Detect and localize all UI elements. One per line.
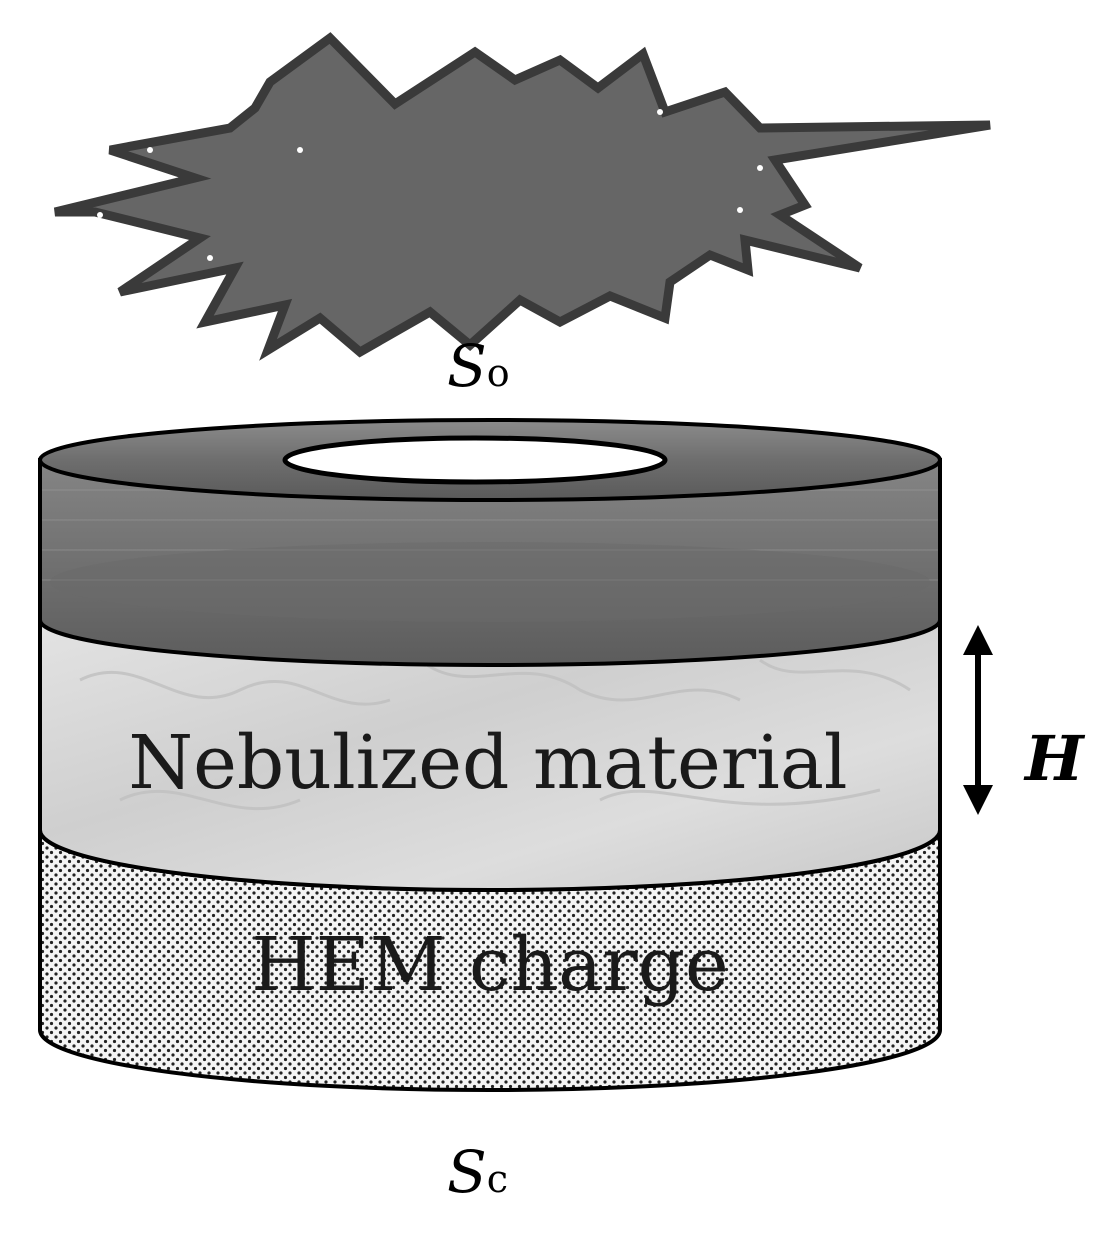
nebulized-label: Nebulized material xyxy=(128,720,847,806)
charge-symbol: S xyxy=(447,1138,487,1206)
nebulized-layer xyxy=(38,618,942,892)
burst-highlights xyxy=(97,109,763,261)
charge-subscript: c xyxy=(487,1157,508,1201)
explosion-burst xyxy=(53,32,991,361)
charge-symbol-label: Sc xyxy=(447,1138,508,1206)
explosion-subscript: o xyxy=(487,351,510,395)
ring-inner-shadow xyxy=(50,542,930,622)
charge-label: HEM charge xyxy=(251,922,729,1008)
ring-hole xyxy=(282,435,668,485)
mist-texture xyxy=(79,658,911,811)
height-label: H xyxy=(1023,722,1086,795)
explosion-label: So xyxy=(447,332,510,400)
explosion-symbol: S xyxy=(447,332,487,400)
